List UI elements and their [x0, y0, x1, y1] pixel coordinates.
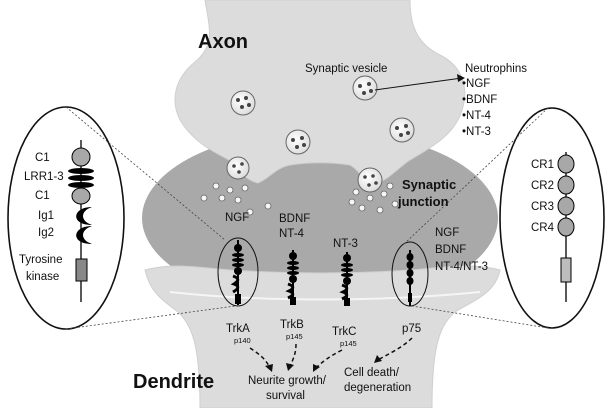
- trk-domain-schematic: [68, 140, 94, 302]
- cr-domain: [557, 154, 575, 174]
- inset-connector: [411, 305, 549, 329]
- inset-connector: [403, 107, 549, 245]
- ig2-domain: [76, 226, 92, 244]
- death-domain: [560, 257, 572, 283]
- c1-domain: [71, 187, 91, 205]
- cell-death-label: Cell death/: [344, 367, 400, 379]
- vesicle: [389, 117, 415, 143]
- p75-ligand-label: NGF: [435, 227, 459, 239]
- p75-receptor: [406, 250, 414, 306]
- receptor-weight-trkc: p145: [340, 339, 357, 348]
- trk-domain-label: C1: [35, 152, 50, 164]
- p75-domain-inset: [499, 107, 605, 329]
- tyrosine-kinase-domain: [75, 258, 88, 282]
- inset-connector: [65, 305, 236, 330]
- vesicle: [285, 129, 311, 155]
- vesicle: [230, 90, 256, 116]
- lrr-domain: [68, 168, 94, 174]
- synaptic-junction-label: junction: [397, 194, 449, 209]
- nt3-label: NT-3: [333, 238, 358, 250]
- trka-receptor: [230, 240, 244, 305]
- neurotrophin-item: •NGF: [462, 78, 490, 90]
- neurotrophin-item: •BDNF: [462, 94, 497, 106]
- receptor-weight-trkb: p145: [286, 332, 303, 341]
- trk-domain-inset: [7, 106, 125, 330]
- p75-ligand-label: BDNF: [435, 244, 466, 256]
- trka-highlight-ellipse: [217, 237, 259, 307]
- trk-domain-label: LRR1-3: [24, 171, 64, 183]
- p75-domain-label: CR1: [531, 159, 554, 171]
- cr-domain: [557, 196, 575, 216]
- neurotrophin-item: •NT-3: [462, 126, 491, 138]
- neurite-growth-label: survival: [266, 390, 305, 402]
- lrr-domain: [68, 182, 94, 188]
- vesicle-arrow: [374, 77, 463, 91]
- p75-domain-label: CR2: [531, 180, 554, 192]
- inset-connector: [65, 106, 226, 241]
- trk-domain-label: kinase: [26, 271, 59, 283]
- cell-death-label: degeneration: [344, 382, 411, 394]
- synaptic-vesicles: [226, 75, 415, 193]
- axon-label: Axon: [198, 31, 248, 53]
- neurotrophins-heading: Neutrophins: [465, 63, 527, 75]
- ig1-domain: [76, 207, 92, 225]
- receptor-label-p75: p75: [402, 323, 421, 335]
- receptor-label-trka: TrkA: [226, 323, 250, 335]
- p75-domain-label: CR4: [531, 222, 555, 234]
- receptor-weight-trka: p140: [234, 336, 251, 345]
- p75-domain-schematic: [557, 152, 575, 302]
- p75-ligand-label: NT-4/NT-3: [435, 261, 488, 273]
- cr-domain: [557, 175, 575, 195]
- lrr-domain: [68, 175, 94, 181]
- signaling-arrowheads: [265, 355, 382, 372]
- bdnf-label: BDNF: [279, 213, 310, 225]
- fusing-vesicle: [357, 167, 383, 193]
- trk-domain-label: Ig2: [38, 227, 54, 239]
- c1-domain: [71, 147, 91, 167]
- trk-domain-label: Tyrosine: [19, 254, 62, 266]
- receptor-label-trkb: TrkB: [280, 319, 304, 331]
- synaptic-vesicle-label: Synaptic vesicle: [305, 63, 387, 75]
- postsynaptic-membrane: [169, 291, 481, 301]
- trk-domain-label: C1: [35, 190, 50, 202]
- trkc-receptor: [339, 252, 353, 306]
- trk-domain-label: Ig1: [38, 210, 54, 222]
- cr-domain: [557, 217, 575, 237]
- nt4-label: NT-4: [279, 228, 305, 240]
- p75-domain-label: CR3: [531, 201, 554, 213]
- fusing-vesicle: [226, 156, 250, 180]
- ngf-label: NGF: [225, 212, 249, 224]
- trkb-receptor: [285, 250, 299, 305]
- neurotrophin-item: •NT-4: [462, 110, 492, 122]
- vesicle-arrowhead: [457, 74, 465, 82]
- receptor-label-trkc: TrkC: [332, 326, 356, 338]
- released-neurotrophins: [200, 182, 399, 216]
- dendrite-label: Dendrite: [133, 371, 214, 393]
- vesicle: [352, 75, 378, 101]
- synaptic-junction-label: Synaptic: [402, 177, 456, 192]
- neurite-growth-label: Neurite growth/: [248, 375, 327, 387]
